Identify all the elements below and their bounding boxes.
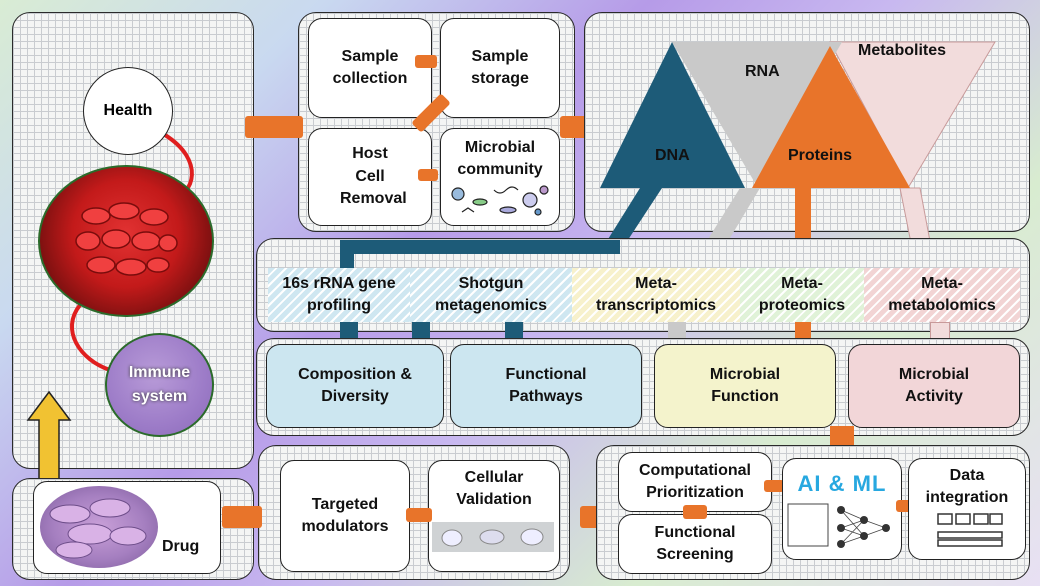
immune-label: Immune system: [128, 364, 191, 405]
sample-collection-label: Sample collection: [332, 47, 408, 87]
omic-proteomics: Meta-proteomics: [740, 268, 864, 322]
pill-icon: [49, 498, 147, 559]
microbial-community-label: Microbial community: [457, 139, 543, 179]
omic-shotgun-label: Shotgun metagenomics: [434, 274, 548, 314]
cellular-validation-label: Cellular Validation: [456, 469, 532, 509]
omic-transcriptomics: Meta-transcriptomics: [572, 268, 740, 322]
omic-16s-label: 16s rRNA gene profiling: [282, 274, 396, 314]
connector-left-sampling: [245, 116, 303, 138]
connector-drug-modulators: [222, 506, 262, 528]
gut-image: [38, 165, 214, 317]
neural-network-icon: [787, 503, 890, 548]
targeted-modulators-box: Targeted modulators: [280, 460, 410, 572]
sample-storage-label: Sample storage: [471, 47, 529, 87]
sample-collection-box: Sample collection: [308, 18, 432, 118]
functional-screening-box: Functional Screening: [618, 514, 772, 574]
dna-label: DNA: [655, 147, 690, 164]
health-circle: Health: [83, 67, 173, 155]
omic-transcriptomics-label: Meta-transcriptomics: [595, 274, 717, 314]
drug-label: Drug: [162, 538, 200, 555]
immune-circle: Immune system: [105, 333, 214, 437]
host-cell-removal-box: Host Cell Removal: [308, 128, 432, 226]
host-cell-removal-label: Host Cell Removal: [340, 145, 407, 208]
output-activity: Microbial Activity: [848, 344, 1020, 428]
targeted-modulators-label: Targeted modulators: [301, 495, 389, 535]
ai-ml-label: AI & ML: [797, 471, 887, 496]
metabolites-label: Metabolites: [858, 42, 947, 59]
output-pathways-label: Functional Pathways: [505, 365, 587, 405]
output-function-label: Microbial Function: [709, 365, 781, 405]
output-pathways: Functional Pathways: [450, 344, 642, 428]
microbes-icon: [451, 185, 549, 216]
dna-branch-drop: [340, 240, 354, 270]
database-icon: [937, 513, 1003, 547]
output-function: Microbial Function: [654, 344, 836, 428]
connector-prioritization-ai: [764, 480, 784, 492]
data-integration-box: Data integration: [908, 458, 1026, 560]
omic-16s: 16s rRNA gene profiling: [268, 268, 410, 322]
output-composition: Composition & Diversity: [266, 344, 444, 428]
omic-metabolomics: Meta-metabolomics: [864, 268, 1020, 322]
cellular-validation-box: Cellular Validation: [428, 460, 560, 572]
dna-branch: [340, 240, 620, 254]
connector-modulators-validation: [406, 508, 432, 522]
proteins-label: Proteins: [788, 147, 853, 164]
intestine-icon: [75, 202, 178, 276]
connector-collection-storage: [415, 55, 437, 68]
health-label: Health: [103, 102, 153, 119]
omic-shotgun: Shotgun metagenomics: [410, 268, 572, 322]
omic-metabolomics-label: Meta-metabolomics: [888, 274, 996, 314]
rna-label: RNA: [745, 63, 780, 80]
data-integration-label: Data integration: [925, 467, 1009, 507]
connector-prioritization-screening: [683, 505, 707, 519]
computational-prioritization-label: Computational Prioritization: [639, 461, 751, 501]
computational-prioritization-box: Computational Prioritization: [618, 452, 772, 512]
sample-storage-box: Sample storage: [440, 18, 560, 118]
omic-proteomics-label: Meta-proteomics: [758, 274, 846, 314]
functional-screening-label: Functional Screening: [654, 523, 736, 563]
output-composition-label: Composition & Diversity: [298, 365, 412, 405]
cell-images-icon: [432, 522, 554, 552]
connector-removal-community: [418, 169, 438, 181]
output-activity-label: Microbial Activity: [898, 365, 970, 405]
